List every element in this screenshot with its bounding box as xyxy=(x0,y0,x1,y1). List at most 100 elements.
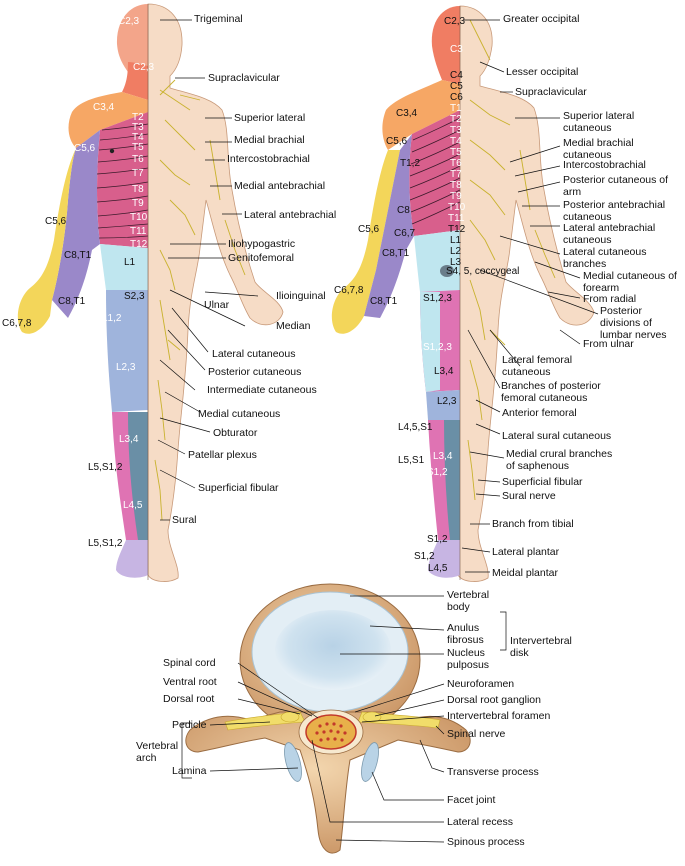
label-vertebral-body: Vertebral body xyxy=(447,589,490,613)
label-transverse-process: Transverse process xyxy=(447,766,539,778)
label-trigeminal: Trigeminal xyxy=(194,13,243,25)
seg-back-t8: T8 xyxy=(450,180,462,191)
seg-front-l12: L1,2 xyxy=(102,313,122,324)
seg-front-l5s12-upper: L5,S1,2 xyxy=(88,462,123,473)
label-medial-antebrachial: Medial antebrachial xyxy=(234,180,326,192)
back-thoracic-lines xyxy=(409,117,461,225)
seg-back-t9: T9 xyxy=(450,191,462,202)
transverse-process-shape xyxy=(185,711,471,854)
label-meidal-plantar: Meidal plantar xyxy=(492,567,558,579)
label-spinous-process: Spinous process xyxy=(447,836,525,848)
seg-front-c678: C6,7,8 xyxy=(2,318,32,329)
label-spinal-cord: Spinal cord xyxy=(163,657,216,669)
seg-front-t3: T3 xyxy=(132,122,144,133)
seg-back-s12-foot: S1,2 xyxy=(414,551,435,562)
seg-front-t9: T9 xyxy=(132,198,144,209)
vertebra-leader-lines xyxy=(181,595,507,843)
label-lateral-recess: Lateral recess xyxy=(447,816,513,828)
seg-front-c8t1-lower: C8,T1 xyxy=(58,296,86,307)
label-intervertebral-foramen: Intervertebral foramen xyxy=(447,710,551,722)
seg-back-l2: L2 xyxy=(450,246,462,257)
seg-back-t5: T5 xyxy=(450,147,462,158)
back-arm-purple xyxy=(364,134,414,318)
seg-front-l45: L4,5 xyxy=(123,500,143,511)
label-genitofemoral: Genitofemoral xyxy=(228,252,294,264)
leader-lines xyxy=(157,19,599,573)
seg-back-l3: L3 xyxy=(450,257,462,268)
front-thoracic-lines xyxy=(96,123,149,239)
front-neck-region xyxy=(122,62,148,100)
front-shoulder-region xyxy=(68,92,148,148)
label-pedicle: Pedicle xyxy=(172,719,207,731)
label-vertebral-arch: Vertebral arch xyxy=(136,740,179,764)
front-nerve-branches xyxy=(154,79,246,521)
label-neuroforamen: Neuroforamen xyxy=(447,678,515,690)
label-intervertebral-disk: Intervertebral disk xyxy=(510,635,572,659)
seg-back-t1: T1 xyxy=(450,103,462,114)
seg-back-t11: T11 xyxy=(448,213,465,224)
back-shoulder-region xyxy=(382,80,460,150)
label-branch-from-tibial: Branch from tibial xyxy=(492,518,574,530)
seg-front-t8: T8 xyxy=(132,184,144,195)
back-shin-pink xyxy=(428,420,450,540)
seg-front-t12: T12 xyxy=(130,239,148,250)
back-thoracic-region xyxy=(409,110,460,236)
seg-front-c23-face: C2,3 xyxy=(118,16,140,27)
back-foot-region xyxy=(428,540,460,578)
seg-back-c8t1-lower: C8,T1 xyxy=(370,296,398,307)
label-ilioinguinal: Ilioinguinal xyxy=(276,290,326,302)
label-patellar-plexus: Patellar plexus xyxy=(188,449,257,461)
seg-front-l23: L2,3 xyxy=(116,362,136,373)
seg-back-t6: T6 xyxy=(450,158,462,169)
seg-front-c34: C3,4 xyxy=(93,102,115,113)
label-posterior-cutaneous-arm: Posterior cutaneous of arm xyxy=(563,174,669,198)
seg-back-s12-ankle: S1,2 xyxy=(427,534,448,545)
seg-front-c56-chest: C5,6 xyxy=(74,143,96,154)
seg-back-l23: L2,3 xyxy=(437,396,457,407)
seg-back-l34-shin: L3,4 xyxy=(433,451,453,462)
seg-back-s123-lower: S1,2,3 xyxy=(423,342,452,353)
back-knee-region xyxy=(426,390,460,420)
seg-front-l34: L3,4 xyxy=(119,434,139,445)
seg-back-s123-upper: S1,2,3 xyxy=(423,293,452,304)
label-posterior-antebrachial-cutaneous: Posterior antebrachial cutaneous xyxy=(563,199,666,223)
label-dorsal-root: Dorsal root xyxy=(163,693,215,705)
seg-front-t4: T4 xyxy=(132,132,144,143)
label-medial-cutaneous-forearm: Medial cutaneous of forearm xyxy=(583,270,677,294)
label-posterior-cutaneous: Posterior cutaneous xyxy=(208,366,302,378)
back-arm-yellow xyxy=(331,150,400,334)
label-sural: Sural xyxy=(172,514,197,526)
label-intercostobrachial-back: Intercostobrachial xyxy=(563,159,646,171)
seg-back-c34: C3,4 xyxy=(396,108,418,119)
spinal-cord-fibers xyxy=(315,722,347,742)
label-lamina: Lamina xyxy=(172,765,207,777)
label-intermediate-cutaneous: Intermediate cutaneous xyxy=(207,384,317,396)
seg-back-c8t1-upper: C8,T1 xyxy=(382,248,410,259)
label-lateral-cutaneous: Lateral cutaneous xyxy=(212,348,296,360)
seg-front-t7: T7 xyxy=(132,168,144,179)
front-foot-region xyxy=(116,540,148,578)
back-nerve-branches xyxy=(467,19,556,501)
seg-front-t6: T6 xyxy=(132,154,144,165)
seg-back-c56-arm: C5,6 xyxy=(358,224,380,235)
label-medial-brachial-cutaneous: Medial brachial cutaneous xyxy=(563,137,634,161)
label-lateral-plantar: Lateral plantar xyxy=(492,546,560,558)
label-sural-nerve: Sural nerve xyxy=(502,490,556,502)
seg-front-c56-arm: C5,6 xyxy=(45,216,67,227)
seg-back-l45-foot: L4,5 xyxy=(428,563,448,574)
front-arm-yellow xyxy=(17,148,76,334)
seg-back-s12-shin: S1,2 xyxy=(427,467,448,478)
label-lateral-sural-cutaneous: Lateral sural cutaneous xyxy=(502,430,612,442)
seg-front-c8t1-upper: C8,T1 xyxy=(64,250,92,261)
label-iliohypogastric: Iliohypogastric xyxy=(228,238,296,250)
label-superior-lateral-cutaneous: Superior lateral cutaneous xyxy=(563,110,635,134)
back-neck-region xyxy=(431,6,460,84)
front-shin-pink xyxy=(112,412,138,540)
seg-back-l5s1: L5,S1 xyxy=(398,455,425,466)
front-nipple xyxy=(109,148,115,154)
seg-back-t7: T7 xyxy=(450,169,462,180)
label-greater-occipital: Greater occipital xyxy=(503,13,580,25)
back-figure xyxy=(331,5,595,582)
label-nucleus-pulposus: Nucleus pulposus xyxy=(447,647,490,671)
label-lesser-occipital: Lesser occipital xyxy=(506,66,579,78)
